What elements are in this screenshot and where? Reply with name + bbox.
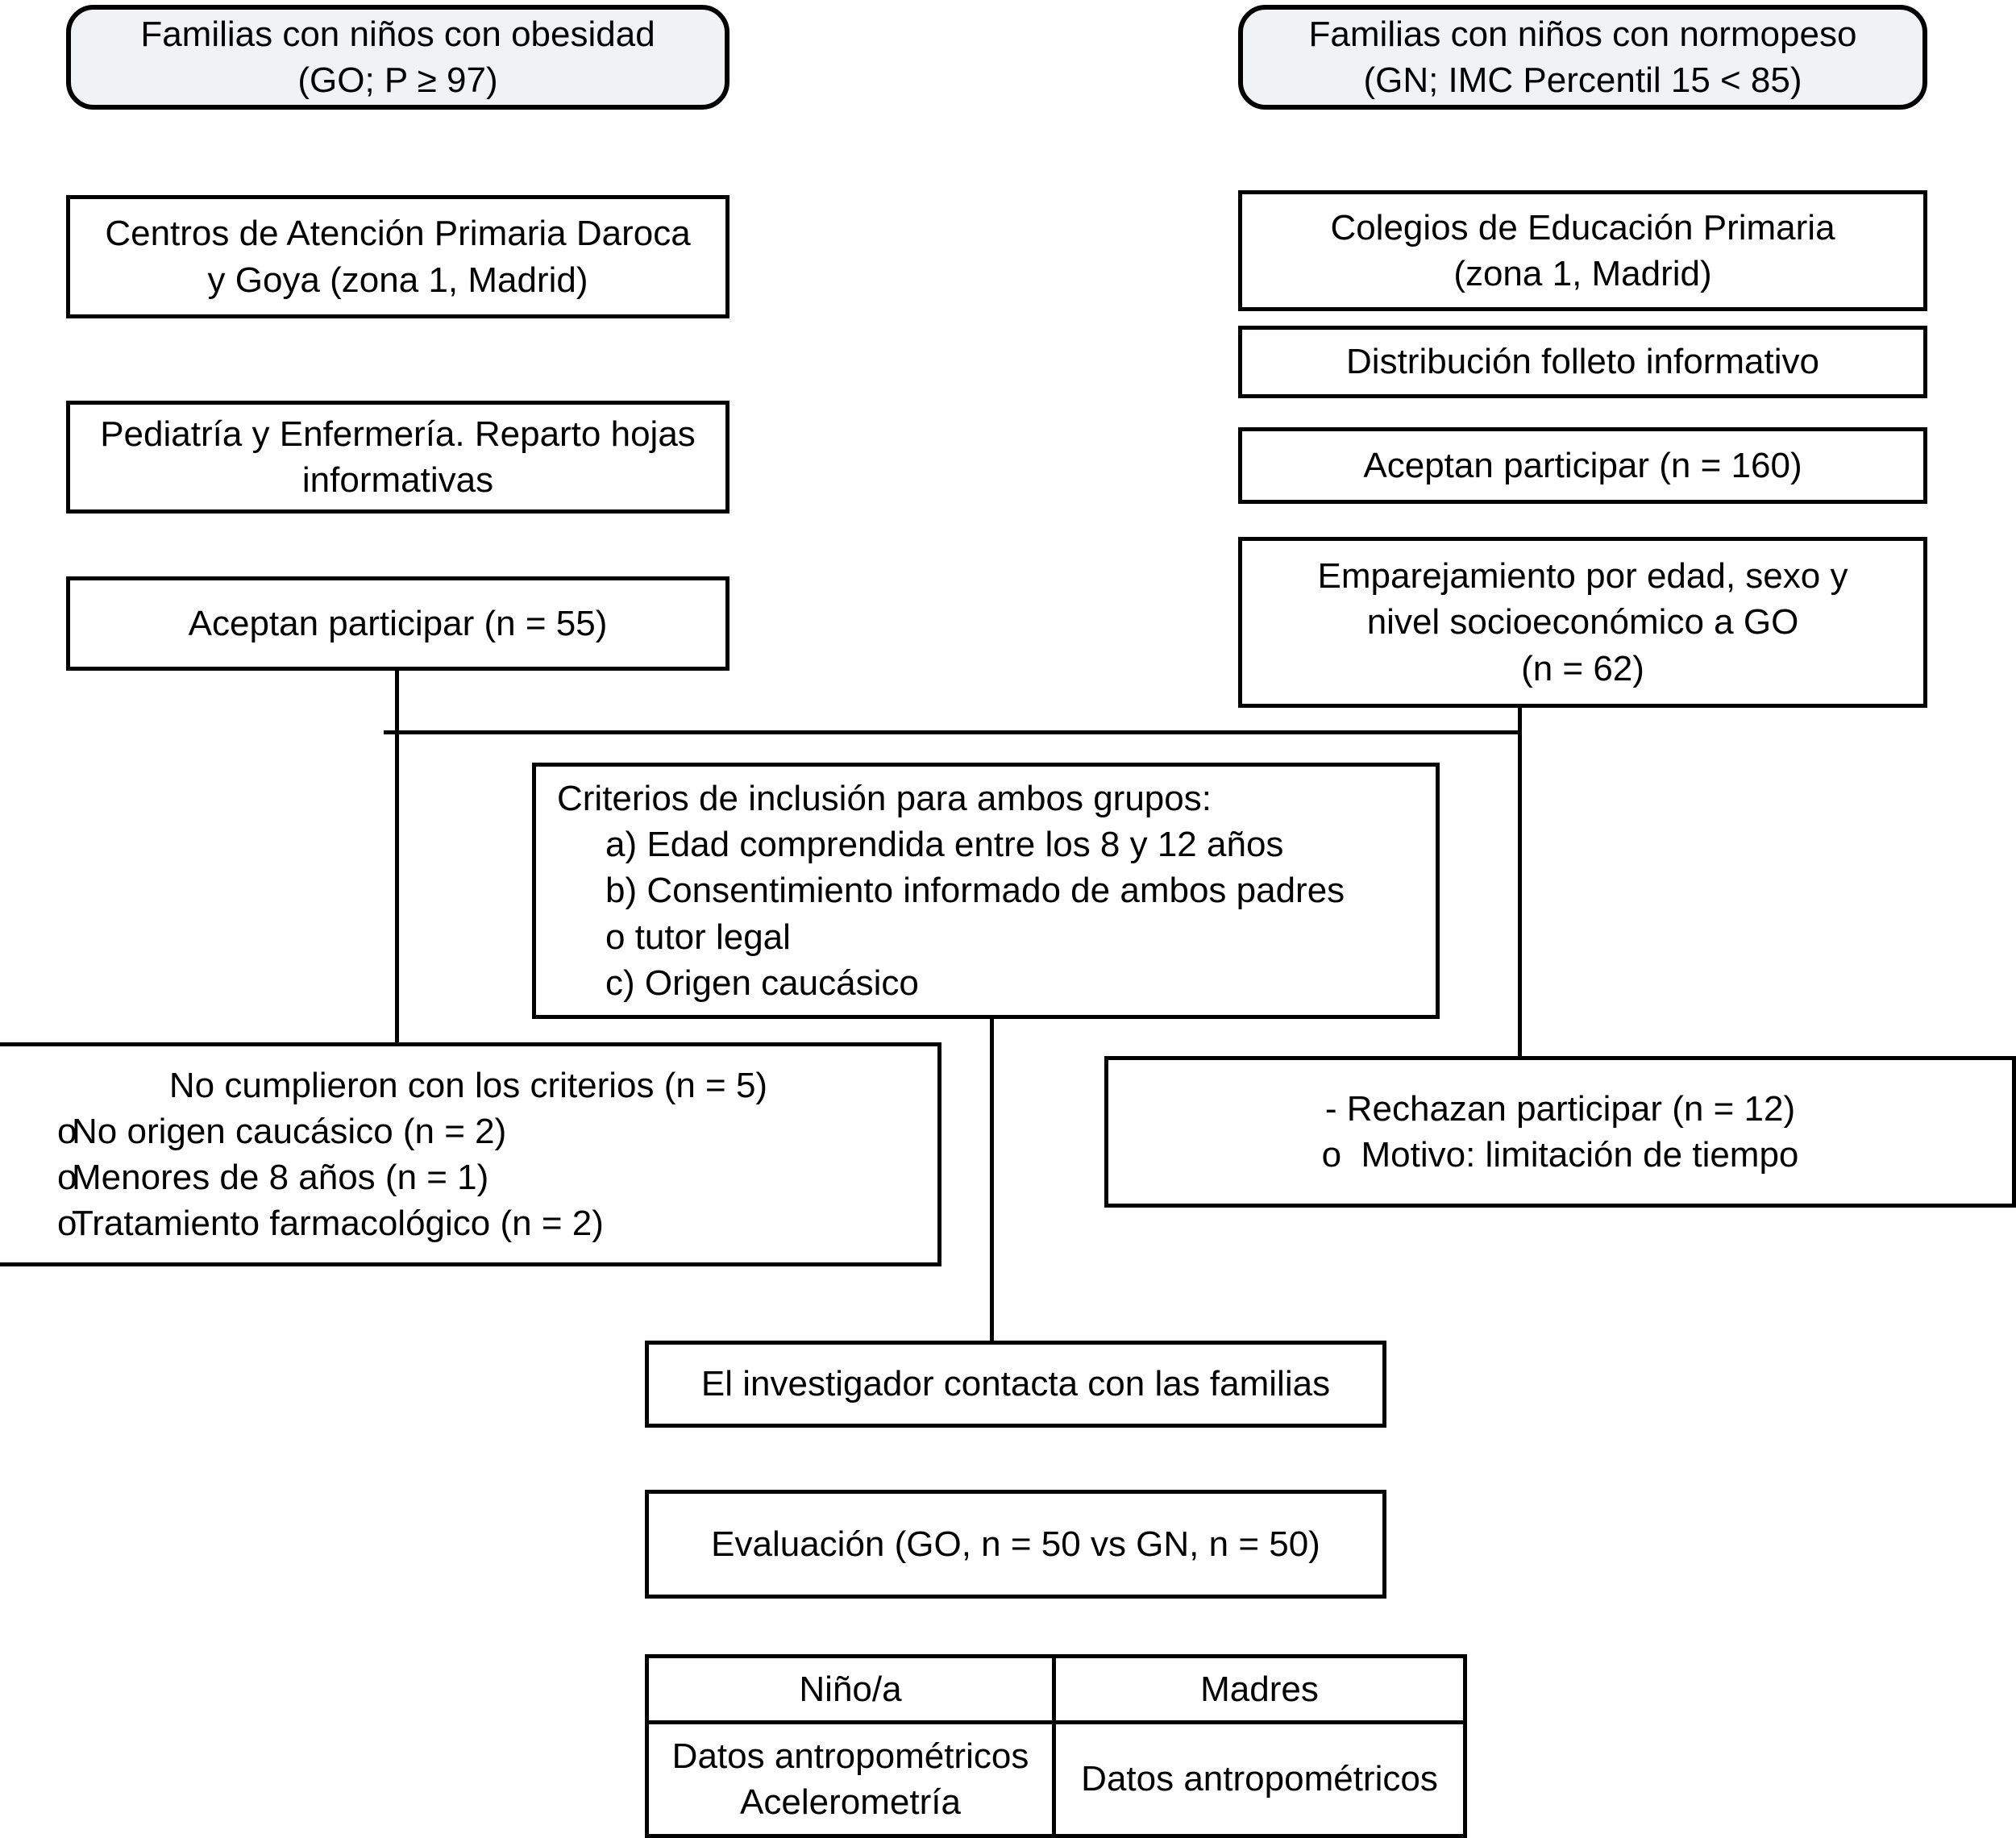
rechazan-line2: o Motivo: limitación de tiempo bbox=[1321, 1135, 1799, 1175]
node-gn-start-line2: (GN; IMC Percentil 15 < 85) bbox=[1363, 60, 1802, 100]
node-gn-folleto-text: Distribución folleto informativo bbox=[1253, 339, 1912, 385]
node-no-cumplieron-text: No cumplieron con los criterios (n = 5) … bbox=[10, 1062, 926, 1247]
node-go-start-line1: Familias con niños con obesidad bbox=[140, 14, 655, 54]
no-cumplieron-item-1: o No origen caucásico (n = 2) bbox=[10, 1108, 926, 1154]
measures-mothers-line1: Datos antropométricos bbox=[1081, 1759, 1438, 1799]
node-go-aceptan-text: Aceptan participar (n = 55) bbox=[81, 601, 714, 647]
measures-table-header-child-label: Niño/a bbox=[799, 1669, 902, 1709]
criterios-item-b: b) Consentimiento informado de ambos pad… bbox=[605, 871, 1345, 911]
node-gn-emparejamiento-line2: nivel socioeconómico a GO bbox=[1366, 602, 1799, 642]
node-evaluacion-text: Evaluación (GO, n = 50 vs GN, n = 50) bbox=[660, 1521, 1371, 1567]
node-gn-colegios-line2: (zona 1, Madrid) bbox=[1453, 254, 1712, 293]
node-gn-colegios-text: Colegios de Educación Primaria (zona 1, … bbox=[1253, 205, 1912, 297]
bullet-marker-icon: o bbox=[57, 1158, 77, 1197]
no-cumplieron-item-2: o Menores de 8 años (n = 1) bbox=[10, 1154, 926, 1200]
criterios-item-a: a) Edad comprendida entre los 8 y 12 año… bbox=[605, 825, 1284, 865]
node-gn-emparejamiento-line3: (n = 62) bbox=[1521, 648, 1644, 688]
node-gn-start: Familias con niños con normopeso (GN; IM… bbox=[1238, 5, 1927, 110]
measures-table: Niño/a Datos antropométricos Acelerometr… bbox=[645, 1654, 1467, 1838]
node-go-aceptan: Aceptan participar (n = 55) bbox=[66, 576, 730, 671]
measures-table-column-mothers: Madres Datos antropométricos bbox=[1056, 1658, 1463, 1834]
node-gn-emparejamiento-text: Emparejamiento por edad, sexo y nivel so… bbox=[1253, 553, 1912, 692]
node-go-centros-line2: y Goya (zona 1, Madrid) bbox=[207, 260, 588, 300]
node-gn-emparejamiento: Emparejamiento por edad, sexo y nivel so… bbox=[1238, 537, 1927, 708]
node-contacto-text: El investigador contacta con las familia… bbox=[660, 1361, 1371, 1407]
node-go-aceptan-line1: Aceptan participar (n = 55) bbox=[188, 603, 608, 643]
node-gn-aceptan-text: Aceptan participar (n = 160) bbox=[1253, 443, 1912, 489]
node-go-start-line2: (GO; P ≥ 97) bbox=[297, 60, 498, 100]
measures-table-header-child: Niño/a bbox=[649, 1658, 1052, 1724]
node-criterios: Criterios de inclusión para ambos grupos… bbox=[532, 763, 1440, 1019]
bullet-marker-icon: o bbox=[57, 1204, 77, 1244]
node-gn-folleto-line1: Distribución folleto informativo bbox=[1346, 342, 1819, 382]
node-gn-aceptan-line1: Aceptan participar (n = 160) bbox=[1363, 445, 1802, 485]
node-gn-colegios-line1: Colegios de Educación Primaria bbox=[1330, 207, 1835, 247]
connector-criterios-vertical bbox=[990, 1019, 994, 1343]
evaluacion-line1: Evaluación (GO, n = 50 vs GN, n = 50) bbox=[711, 1524, 1320, 1564]
node-go-centros: Centros de Atención Primaria Daroca y Go… bbox=[66, 195, 730, 318]
measures-table-header-mothers: Madres bbox=[1056, 1658, 1463, 1724]
criterios-heading: Criterios de inclusión para ambos grupos… bbox=[557, 779, 1212, 819]
measures-child-line1: Datos antropométricos bbox=[671, 1736, 1029, 1776]
node-go-start: Familias con niños con obesidad (GO; P ≥… bbox=[66, 5, 730, 110]
rechazan-line1: - Rechazan participar (n = 12) bbox=[1324, 1088, 1796, 1129]
no-cumplieron-item-1-label: No origen caucásico (n = 2) bbox=[72, 1111, 507, 1151]
node-go-pediatria-text: Pediatría y Enfermería. Reparto hojas in… bbox=[81, 411, 714, 503]
no-cumplieron-item-2-label: Menores de 8 años (n = 1) bbox=[72, 1158, 489, 1197]
measures-table-header-mothers-label: Madres bbox=[1200, 1669, 1319, 1709]
criterios-item-b-cont: o tutor legal bbox=[605, 917, 791, 957]
node-gn-start-line1: Familias con niños con normopeso bbox=[1308, 14, 1857, 54]
connector-go-vertical bbox=[395, 671, 399, 1044]
connector-gn-vertical bbox=[1518, 708, 1522, 1058]
node-go-centros-line1: Centros de Atención Primaria Daroca bbox=[105, 214, 691, 254]
node-gn-folleto: Distribución folleto informativo bbox=[1238, 326, 1927, 398]
measures-table-column-child: Niño/a Datos antropométricos Acelerometr… bbox=[649, 1658, 1056, 1834]
node-go-pediatria-line1: Pediatría y Enfermería. Reparto hojas bbox=[100, 414, 696, 454]
measures-table-cell-child: Datos antropométricos Acelerometría bbox=[649, 1724, 1052, 1834]
connector-horizontal-join bbox=[384, 730, 1522, 734]
node-evaluacion: Evaluación (GO, n = 50 vs GN, n = 50) bbox=[645, 1490, 1386, 1599]
node-criterios-text: Criterios de inclusión para ambos grupos… bbox=[557, 776, 1424, 1006]
node-gn-colegios: Colegios de Educación Primaria (zona 1, … bbox=[1238, 190, 1927, 311]
criterios-item-c: c) Origen caucásico bbox=[605, 963, 919, 1003]
node-gn-start-text: Familias con niños con normopeso (GN; IM… bbox=[1254, 11, 1911, 103]
node-go-centros-text: Centros de Atención Primaria Daroca y Go… bbox=[81, 210, 714, 302]
node-gn-emparejamiento-line1: Emparejamiento por edad, sexo y bbox=[1317, 556, 1848, 597]
measures-child-line2: Acelerometría bbox=[740, 1782, 961, 1822]
node-contacto: El investigador contacta con las familia… bbox=[645, 1341, 1386, 1428]
node-go-pediatria: Pediatría y Enfermería. Reparto hojas in… bbox=[66, 401, 730, 514]
no-cumplieron-item-3: o Tratamiento farmacológico (n = 2) bbox=[10, 1200, 926, 1246]
no-cumplieron-item-3-label: Tratamiento farmacológico (n = 2) bbox=[72, 1204, 604, 1244]
node-rechazan: - Rechazan participar (n = 12) o Motivo:… bbox=[1104, 1056, 2016, 1208]
bullet-marker-icon: o bbox=[57, 1111, 77, 1151]
node-gn-aceptan: Aceptan participar (n = 160) bbox=[1238, 427, 1927, 504]
measures-table-cell-mothers: Datos antropométricos bbox=[1056, 1724, 1463, 1834]
node-no-cumplieron: No cumplieron con los criterios (n = 5) … bbox=[0, 1042, 941, 1266]
node-go-start-text: Familias con niños con obesidad (GO; P ≥… bbox=[82, 11, 713, 103]
node-rechazan-text: - Rechazan participar (n = 12) o Motivo:… bbox=[1120, 1086, 2001, 1178]
no-cumplieron-heading: No cumplieron con los criterios (n = 5) bbox=[168, 1065, 768, 1105]
contacto-line1: El investigador contacta con las familia… bbox=[700, 1364, 1331, 1404]
node-go-pediatria-line2: informativas bbox=[301, 460, 494, 500]
